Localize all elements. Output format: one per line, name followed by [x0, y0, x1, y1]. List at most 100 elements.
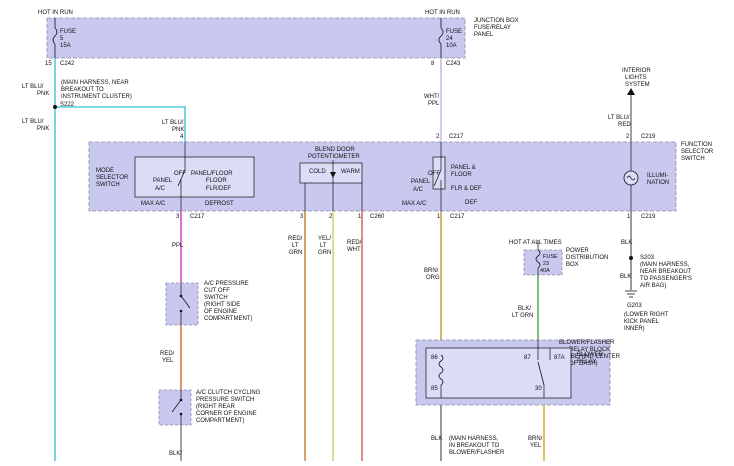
pin-b3: 3 [300, 214, 304, 220]
interior-lights-1: INTERIOR [622, 68, 651, 74]
mode-off: OFF [174, 171, 186, 177]
lt-blu-pnk-b-1: LT BLU/ [22, 119, 44, 125]
wht-ppl-1: WHT/ [424, 94, 440, 100]
pin-b2: 2 [329, 214, 333, 220]
fuse-left-label: FUSE [60, 29, 76, 35]
pin-87a: 87A [554, 355, 565, 361]
right-def: DEF [465, 200, 477, 206]
pin-3: 3 [176, 214, 180, 220]
lt-blu-pnk-c-1: LT BLU/ [162, 120, 184, 126]
g203-note-1: (LOWER RIGHT [624, 312, 669, 318]
g203-note-3: INNER) [624, 326, 645, 332]
harness-note-2: BREAKOUT TO [61, 87, 104, 93]
hot-in-run-right: HOT IN RUN [425, 10, 460, 16]
hot-in-run-left: HOT IN RUN [38, 10, 73, 16]
mode-selector-2: SELECTOR [96, 175, 129, 181]
relay-coil-icon [438, 354, 444, 386]
fss-title-1: FUNCTION [681, 142, 712, 148]
illumination-1: ILLUMI- [647, 173, 668, 179]
pin-85: 85 [431, 386, 438, 392]
blend-door-2: POTENTIOMETER [308, 154, 360, 160]
brn-yel-2: YEL [530, 443, 542, 449]
relay-blk-label: BLK [431, 436, 442, 442]
illumination-2: NATION [647, 180, 669, 186]
relay-note-3: BLOWER/FLASHER [449, 450, 505, 456]
red-lt-grn-3: GRN [289, 250, 302, 256]
ac-pressure-6: COMPARTMENT) [204, 316, 252, 322]
blower-relay-block: BLOWER/FLASHER RELAY BLOCK (BEHIND CENTE… [415, 339, 621, 456]
fuse-right-label: FUSE [446, 29, 462, 35]
red-lt-grn-1: RED/ [288, 236, 303, 242]
ground-icon [625, 290, 637, 298]
junction-box-title-1: JUNCTION BOX [474, 18, 519, 24]
fuse-right-num: 24 [446, 36, 453, 42]
conn-c219-b: C219 [641, 214, 656, 220]
pot-cold: COLD [309, 169, 326, 175]
lt-blu-pnk-a-1: LT BLU/ [22, 84, 44, 90]
relay-block-title-4: OF DASH) [569, 361, 598, 367]
ac-clutch-4: CORNER OF ENGINE [196, 411, 257, 417]
relay-block-title-3: (BEHIND CENTER [569, 354, 621, 360]
relay-contact-blade [537, 361, 545, 386]
red-wht-2: WHT [347, 247, 361, 253]
relay-note-2: IN BREAKOUT TO [449, 443, 500, 449]
mode-panel-floor: PANEL/FLOOR [191, 171, 233, 177]
wires-lower [180, 211, 637, 461]
blower-relay-2: RELAY [577, 359, 596, 365]
ac-clutch-1: A/C CLUTCH CYCLING [196, 390, 261, 396]
harness-note-3: INSTRUMENT CLUSTER) [61, 94, 132, 100]
wire-lt-blu-pnk-branch [55, 106, 186, 142]
conn-c217-top: C217 [449, 134, 464, 140]
junction-box-title-3: PANEL [474, 32, 494, 38]
lt-blu-pnk-c-2: PNK [172, 127, 184, 133]
mode-flr-def: FLR/DEF [206, 186, 231, 192]
pdb-fuse-num: 23 [543, 261, 549, 267]
ac-pressure-2: CUT OFF [204, 288, 230, 294]
pdb-title-2: DISTRIBUTION [566, 255, 608, 261]
mode-ac: A/C [155, 186, 166, 192]
splice-s222-dot [53, 105, 57, 109]
fuse-5-icon [52, 27, 58, 45]
relay-block-title-2: RELAY BLOCK [569, 347, 610, 353]
mode-switch-blade [177, 169, 186, 187]
ground-note-4: AIR BAG) [640, 283, 666, 289]
pin-b1b: 1 [437, 214, 441, 220]
pin-b1c: 1 [627, 214, 631, 220]
red-wht-1: RED/ [347, 240, 362, 246]
right-ac: A/C [413, 187, 424, 193]
blk-lt-grn-1: BLK/ [518, 306, 531, 312]
blk-lt-grn-2: LT GRN [512, 313, 533, 319]
pdb-fuse-amp: 40A [540, 268, 550, 274]
function-selector-switch: FUNCTION SELECTOR SWITCH 4 2 C217 2 C219… [88, 134, 714, 220]
right-panel: PANEL [411, 179, 431, 185]
ac-pressure-cutoff-box [165, 282, 199, 326]
splice-s203: S203 [640, 255, 655, 261]
ppl-label: PPL [172, 243, 184, 249]
yel-lt-grn-2: LT [320, 243, 327, 249]
relay-inner-box [425, 347, 572, 399]
interior-lights-2: LIGHTS [625, 75, 647, 81]
pin-8: 8 [431, 61, 435, 67]
mode-max-ac: MAX A/C [141, 201, 166, 207]
mode-selector-3: SWITCH [96, 182, 120, 188]
mode-selector-box [134, 156, 255, 198]
right-panel-floor-2: FLOOR [451, 172, 472, 178]
pin-2b: 2 [626, 134, 630, 140]
clutch-switch-blade [171, 399, 182, 413]
ac-pressure-1: A/C PRESSURE [204, 281, 249, 287]
red-lt-grn-2: LT [292, 243, 299, 249]
relay-block-title-1: BLOWER/FLASHER [559, 340, 615, 346]
conn-c243: C243 [446, 61, 461, 67]
right-panel-floor-1: PANEL & [451, 165, 476, 171]
conn-c217-b: C217 [190, 214, 205, 220]
right-max-ac: MAX A/C [402, 201, 427, 207]
fss-title-2: SELECTOR [681, 149, 714, 155]
ground-section: BLK S203 (MAIN HARNESS, NEAR BREAKOUT TO… [620, 240, 692, 332]
fuse-left-amp: 15A [60, 43, 71, 49]
lt-blu-pnk-a-2: PNK [37, 91, 49, 97]
yel-lt-grn-3: GRN [318, 250, 331, 256]
ground-note-2: NEAR BREAKOUT [640, 269, 692, 275]
g203-note-2: KICK PANEL [624, 319, 660, 325]
blower-relay-1: BLOWER [577, 352, 604, 358]
pot-warm: WARM [341, 169, 360, 175]
